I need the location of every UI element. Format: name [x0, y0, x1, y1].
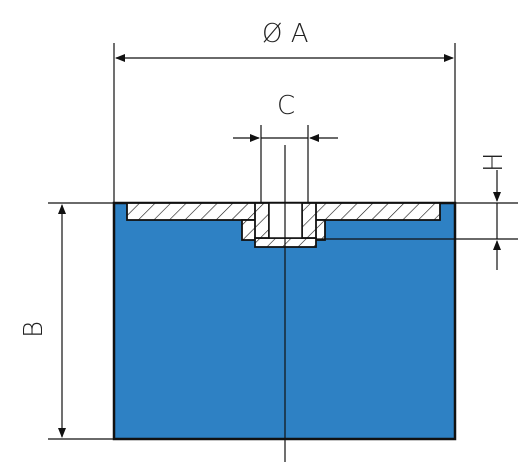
dimension-a: Ø A [113, 19, 456, 203]
dimension-b: B [19, 202, 114, 440]
dimension-h: H [316, 152, 518, 270]
insert-wall-left [254, 202, 270, 239]
label-diameter-a: Ø A [262, 19, 309, 49]
insert-wall-right [301, 202, 317, 239]
label-c: C [277, 91, 295, 121]
dimension-c: C [233, 91, 338, 203]
label-h: H [479, 152, 509, 172]
label-b: B [19, 321, 49, 338]
